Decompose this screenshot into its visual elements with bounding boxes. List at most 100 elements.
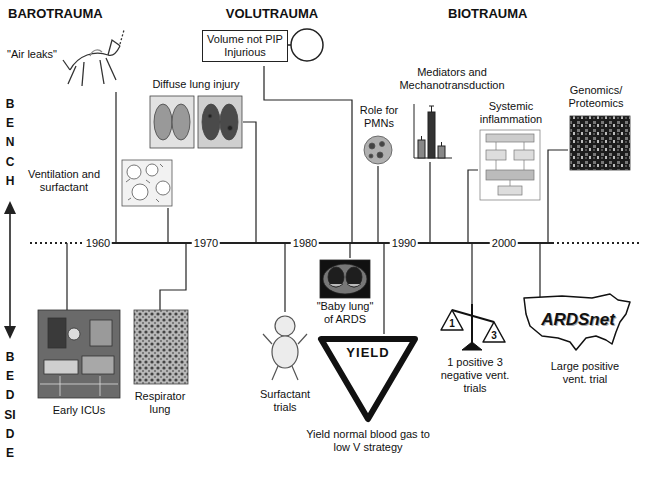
ct-scan-picture xyxy=(320,260,370,298)
balloon-picture xyxy=(291,29,323,61)
ct-scan-picture xyxy=(323,264,367,294)
alveoli-surfactant-picture xyxy=(127,165,141,179)
early-icu-photo xyxy=(38,310,120,398)
axis-side-label: BEDSIDE xyxy=(4,348,16,463)
neutrophil-picture xyxy=(380,142,385,147)
diffuse-lung-injury-photos xyxy=(172,104,190,140)
early-icu-photo xyxy=(44,360,78,374)
alveoli-surfactant-picture xyxy=(122,160,172,206)
genomics-array xyxy=(570,116,630,170)
early-icu-photo xyxy=(68,328,80,340)
mediator-bar-chart xyxy=(414,104,452,158)
mediator-bar-chart xyxy=(428,112,435,158)
event-caption: Yield normal blood gas to low V strategy xyxy=(298,428,438,454)
node-text: 3 xyxy=(482,321,506,341)
event-caption: Early ICUs xyxy=(34,404,124,417)
year-tick: 1970 xyxy=(192,237,220,250)
mediator-bar-chart xyxy=(438,146,445,158)
diffuse-lung-injury-photos xyxy=(150,96,242,148)
early-icu-photo xyxy=(82,356,114,374)
leader-lines xyxy=(284,243,285,312)
mediator-bar-chart xyxy=(414,104,452,158)
leader-lines xyxy=(377,166,378,243)
scale-pan: 1 xyxy=(440,309,464,331)
leader-lines xyxy=(67,66,568,334)
air-leak-sketch xyxy=(70,46,120,70)
neutrophil-picture xyxy=(369,154,373,158)
systemic-inflammation-chart xyxy=(486,150,506,160)
air-leak-sketch xyxy=(108,40,120,55)
early-icu-photo xyxy=(90,320,112,346)
era-heading: BAROTRAUMA xyxy=(8,6,108,22)
diffuse-lung-injury-photos xyxy=(150,96,194,148)
systemic-inflammation-chart xyxy=(480,130,540,200)
leader-lines xyxy=(468,170,478,243)
baby-picture xyxy=(272,336,298,368)
leader-lines xyxy=(264,66,352,243)
leader-lines xyxy=(429,162,430,243)
systemic-inflammation-chart xyxy=(486,134,534,142)
baby-picture xyxy=(263,316,307,380)
yield-sign: YIELD xyxy=(318,336,418,422)
air-leak-sketch xyxy=(63,60,70,70)
neutrophil-picture xyxy=(364,136,392,164)
balloon-label-box: Volume not PIP Injurious xyxy=(202,30,288,62)
air-leak-sketch xyxy=(120,30,124,44)
alveoli-surfactant-picture xyxy=(132,184,148,200)
event-caption: "Baby lung" of ARDS xyxy=(314,300,376,326)
respirator-lung-micrograph xyxy=(134,310,188,384)
scale-pan-outline xyxy=(441,310,463,330)
air-leak-sketch xyxy=(90,50,102,56)
baby-picture xyxy=(263,334,307,380)
balance-scale xyxy=(462,342,482,350)
leader-lines xyxy=(548,150,568,243)
year-tick: 1990 xyxy=(390,237,418,250)
neutrophil-picture xyxy=(364,136,392,164)
event-caption: Diffuse lung injury xyxy=(144,78,248,91)
genomics-array xyxy=(570,116,630,170)
event-caption: Surfactant trials xyxy=(253,388,317,414)
diffuse-lung-injury-photos xyxy=(202,104,220,140)
ct-scan-picture xyxy=(320,260,370,298)
balloon-picture xyxy=(288,29,323,61)
node-text: YIELD xyxy=(318,336,418,360)
diffuse-lung-injury-photos xyxy=(198,96,242,148)
alveoli-surfactant-picture xyxy=(156,181,170,195)
leader-lines xyxy=(66,243,67,310)
node-text: Volume not PIP Injurious xyxy=(206,33,284,59)
year-tick: 1960 xyxy=(84,237,112,250)
year-tick: 2000 xyxy=(490,237,518,250)
event-caption: 1 positive 3 negative vent. trials xyxy=(437,356,513,395)
event-caption: Genomics/ Proteomics xyxy=(558,84,634,110)
leader-lines xyxy=(349,243,350,258)
mediator-bar-chart xyxy=(422,106,442,146)
early-icu-photo xyxy=(40,376,118,396)
leader-lines xyxy=(160,243,186,310)
event-caption: Large positive vent. trial xyxy=(543,360,627,386)
bench-bedside-arrow xyxy=(9,212,11,328)
leader-lines xyxy=(115,92,116,243)
systemic-inflammation-chart xyxy=(498,186,522,195)
event-caption: "Air leaks" xyxy=(4,48,60,61)
year-tick: 1980 xyxy=(291,237,319,250)
event-caption: Systemic inflammation xyxy=(476,100,546,126)
bench-bedside-arrow xyxy=(4,201,16,339)
time-axis xyxy=(30,242,92,244)
leader-lines xyxy=(383,243,384,334)
time-axis xyxy=(552,242,640,244)
alveoli-surfactant-picture xyxy=(146,164,158,176)
air-leak-sketch xyxy=(68,58,116,86)
leader-lines xyxy=(539,243,540,297)
early-icu-photo xyxy=(48,318,66,348)
bench-bedside-arrow xyxy=(4,326,16,339)
event-caption: Role for PMNs xyxy=(356,104,402,130)
baby-picture xyxy=(275,316,295,336)
axis-side-label: BENCH xyxy=(4,95,16,191)
leader-lines xyxy=(471,243,472,304)
era-heading: BIOTRAUMA xyxy=(448,6,548,22)
diffuse-lung-injury-photos xyxy=(208,114,212,118)
event-caption: Respirator lung xyxy=(128,390,192,416)
ct-scan-picture xyxy=(329,284,361,287)
balance-scale xyxy=(471,304,473,344)
